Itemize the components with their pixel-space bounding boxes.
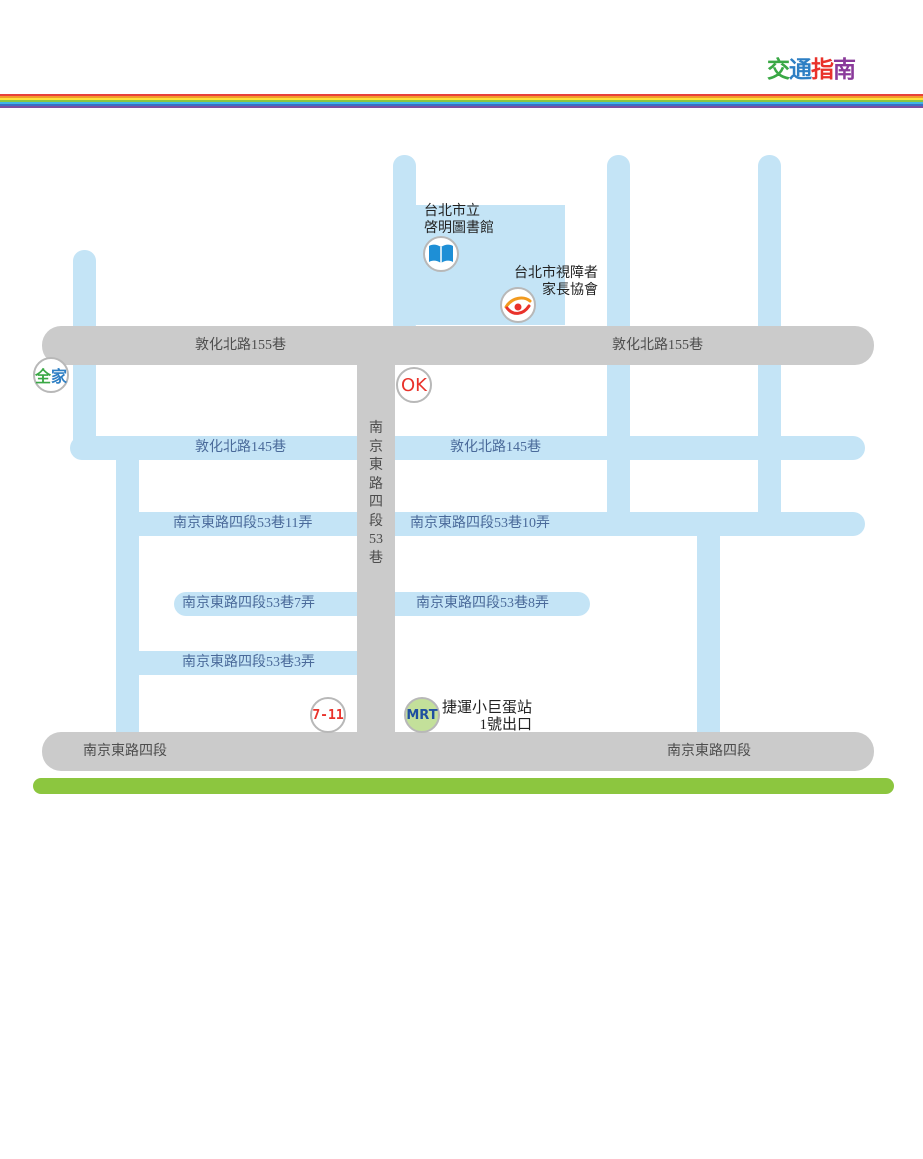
mrt-text: MRT (406, 707, 438, 723)
vchar: 段 (369, 513, 383, 529)
road-label-nanjing53-8: 南京東路四段53巷8弄 (416, 596, 549, 611)
library-label-line1: 台北市立 (424, 203, 480, 219)
vchar: 53 (369, 532, 383, 547)
okmart-text: OK (401, 374, 427, 396)
accent-bar (33, 778, 894, 794)
road-right-vertical (697, 524, 720, 744)
road-library-vertical (393, 155, 416, 335)
okmart-icon: OK (396, 367, 432, 403)
road-dunhua145 (70, 436, 865, 460)
road-label-nanjing53-vertical: 南 京 東 路 四 段 53 巷 (367, 420, 385, 568)
eye-logo-icon (504, 296, 532, 315)
road-label-dunhua155-left: 敦化北路155巷 (195, 338, 286, 353)
road-dunhua155 (42, 326, 874, 365)
road-label-dunhua145-left: 敦化北路145巷 (195, 440, 286, 455)
library-label-line2: 啓明圖書館 (424, 220, 494, 236)
road-label-nanjing53-7: 南京東路四段53巷7弄 (182, 596, 315, 611)
road-label-nanjing4-left: 南京東路四段 (83, 744, 167, 759)
major-roads (42, 326, 874, 771)
title-char-2: 通 (789, 57, 812, 83)
familymart-icon: 全家 (33, 357, 69, 393)
vchar: 京 (369, 439, 383, 455)
road-label-nanjing4-right: 南京東路四段 (667, 744, 751, 759)
vchar: 東 (369, 458, 383, 473)
familymart-char-1: 全 (34, 367, 51, 386)
road-label-dunhua145-right: 敦化北路145巷 (450, 440, 541, 455)
road-nanjing4 (42, 732, 874, 771)
library-label: 台北市立 啓明圖書館 (424, 203, 494, 237)
mrt-icon: MRT (404, 697, 440, 733)
vchar: 四 (369, 495, 383, 510)
title-char-1: 交 (767, 57, 790, 83)
association-label: 台北市視障者 家長協會 (514, 265, 598, 299)
association-label-line2: 家長協會 (542, 282, 598, 298)
vchar: 路 (369, 476, 383, 492)
mrt-label-line2: 1號出口 (479, 717, 533, 733)
road-nanjing53-3 (116, 651, 366, 675)
book-icon (429, 244, 453, 263)
road-nanjing53-11-10 (116, 512, 865, 536)
rainbow-divider (0, 94, 923, 108)
familymart-char-2: 家 (51, 367, 68, 386)
seven-eleven-icon: 7-11 (310, 697, 346, 733)
page-title: 交通指南 (767, 50, 856, 84)
road-label-nanjing53-11: 南京東路四段53巷11弄 (173, 516, 313, 531)
road-left-vertical-2 (116, 448, 139, 748)
title-char-4: 南 (833, 57, 856, 83)
association-logo-icon (500, 287, 536, 323)
seven-eleven-text: 7-11 (312, 707, 344, 723)
vchar: 南 (369, 421, 383, 436)
road-label-nanjing53-3: 南京東路四段53巷3弄 (182, 655, 315, 670)
mrt-label: 捷運小巨蛋站 1號出口 (442, 700, 532, 734)
road-nanjing53-vertical (357, 345, 395, 745)
vchar: 巷 (369, 550, 383, 566)
library-book-icon (423, 236, 459, 272)
mrt-label-line1: 捷運小巨蛋站 (442, 700, 533, 716)
road-label-dunhua155-right: 敦化北路155巷 (612, 338, 703, 353)
title-char-3: 指 (811, 57, 834, 83)
road-label-nanjing53-10: 南京東路四段53巷10弄 (410, 516, 550, 531)
association-label-line1: 台北市視障者 (514, 265, 598, 281)
